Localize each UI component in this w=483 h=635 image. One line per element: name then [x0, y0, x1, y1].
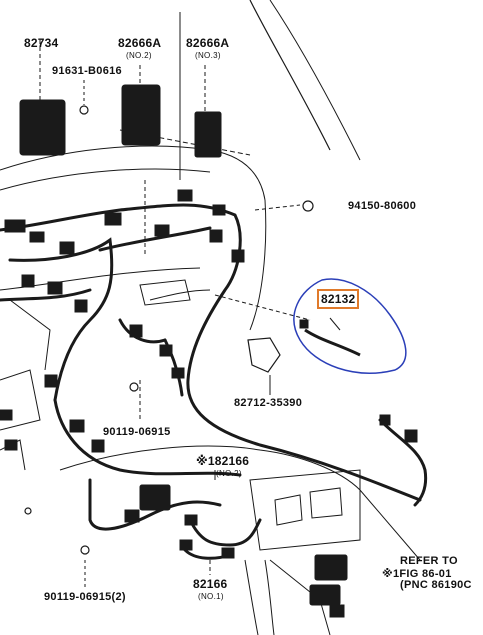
- part-label-90119-a: 90119-06915: [103, 426, 171, 438]
- part-label-82666a-no2: 82666A: [118, 36, 162, 50]
- part-label-82666a-no3: 82666A: [186, 36, 230, 50]
- part-label-82734: 82734: [24, 36, 59, 50]
- part-label-82132-highlighted: 82132: [316, 289, 360, 309]
- refer-note-line2: ※1FIG 86-01: [382, 568, 452, 580]
- part-label-82666a-no2-sub: (NO.2): [126, 51, 152, 60]
- refer-note-line1: REFER TO: [400, 555, 458, 567]
- part-label-82166-no2-sub: (NO.2): [216, 469, 242, 478]
- annotation-circle: [293, 278, 407, 374]
- part-label-94150: 94150-80600: [348, 200, 417, 212]
- part-label-82166-no2: ※182166: [196, 454, 250, 468]
- part-label-82166-no1-sub: (NO.1): [198, 592, 224, 601]
- part-label-90119-b: 90119-06915(2): [44, 591, 126, 603]
- refer-note-line3: (PNC 86190C: [400, 579, 472, 591]
- part-label-82166-no1: 82166: [193, 577, 228, 591]
- part-label-91631: 91631-B0616: [52, 65, 122, 77]
- part-label-82666a-no3-sub: (NO.3): [195, 51, 221, 60]
- part-label-82712: 82712-35390: [234, 397, 303, 409]
